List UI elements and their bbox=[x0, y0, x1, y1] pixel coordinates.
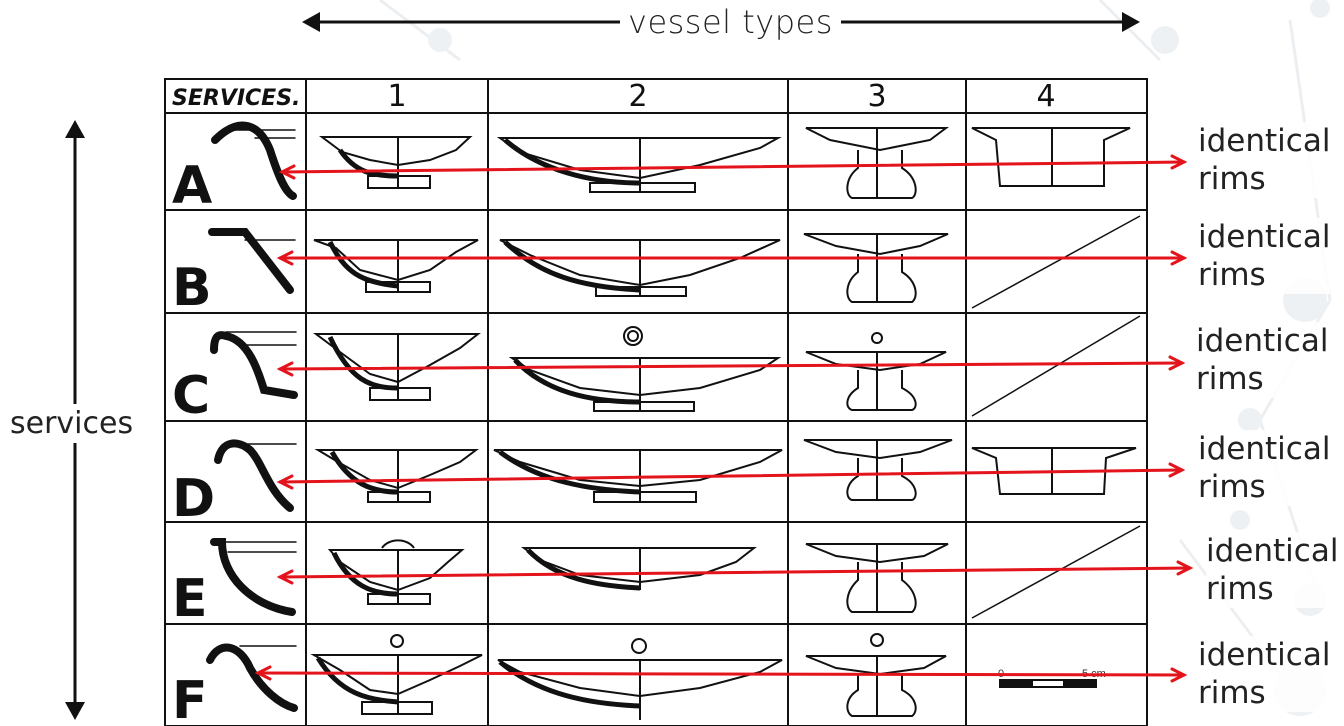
row-letter-f: F bbox=[172, 671, 208, 726]
rim-label-f-line2: rims bbox=[1198, 675, 1266, 711]
corner-header: SERVICES. bbox=[172, 86, 300, 111]
rim-label-f-line1: identical bbox=[1198, 637, 1331, 673]
services-label: services bbox=[10, 404, 134, 443]
row-letter-c: C bbox=[172, 366, 210, 426]
column-header-2: 2 bbox=[628, 79, 647, 114]
rim-label-c: identical rims bbox=[1196, 322, 1329, 398]
rim-label-d: identical rims bbox=[1198, 430, 1331, 506]
table-grid bbox=[164, 78, 1148, 726]
rim-label-e-line1: identical bbox=[1206, 533, 1339, 569]
rim-label-a-line2: rims bbox=[1198, 161, 1266, 197]
vessel-types-label: vessel types bbox=[620, 2, 841, 42]
rim-label-c-line1: identical bbox=[1196, 323, 1329, 359]
rim-label-b-line1: identical bbox=[1198, 219, 1331, 255]
rim-profiles bbox=[206, 121, 298, 712]
row-letter-e: E bbox=[172, 569, 208, 629]
column-header-4: 4 bbox=[1036, 79, 1055, 114]
column-header-3: 3 bbox=[867, 79, 886, 114]
rim-label-c-line2: rims bbox=[1196, 361, 1264, 397]
rim-label-a: identical rims bbox=[1198, 122, 1331, 198]
row-letter-b: B bbox=[172, 258, 212, 318]
rim-label-d-line1: identical bbox=[1198, 431, 1331, 467]
rim-label-b: identical rims bbox=[1198, 218, 1331, 294]
row-letter-a: A bbox=[172, 156, 212, 216]
rim-label-e-line2: rims bbox=[1206, 571, 1274, 607]
rim-label-a-line1: identical bbox=[1198, 123, 1331, 159]
rim-label-f: identical rims bbox=[1198, 636, 1331, 712]
row-letter-d: D bbox=[172, 469, 215, 529]
identical-rim-arrows bbox=[254, 154, 1194, 683]
rim-label-d-line2: rims bbox=[1198, 469, 1266, 505]
rim-label-b-line2: rims bbox=[1198, 257, 1266, 293]
rim-label-e: identical rims bbox=[1206, 532, 1339, 608]
vessel-drawings bbox=[310, 127, 1141, 720]
column-header-1: 1 bbox=[387, 79, 406, 114]
